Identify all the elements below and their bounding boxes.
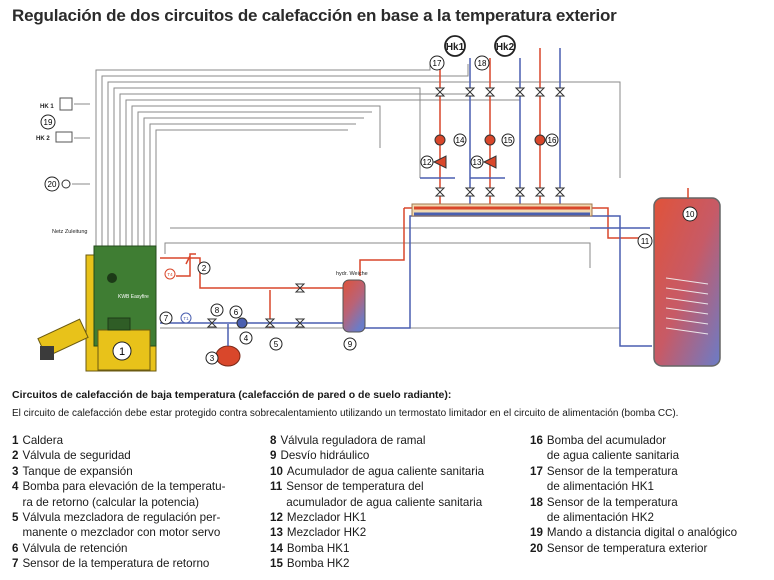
svg-text:15: 15 bbox=[504, 136, 513, 145]
note-text: El circuito de calefacción debe estar pr… bbox=[12, 408, 679, 419]
marker-2: 2 bbox=[197, 261, 211, 275]
return-pipes bbox=[160, 48, 652, 347]
svg-text:16: 16 bbox=[548, 136, 557, 145]
svg-text:2: 2 bbox=[202, 264, 207, 273]
heating-diagram: KWB Easyfire Netz Zuleitung hydr. Weiche… bbox=[36, 35, 721, 372]
svg-text:6: 6 bbox=[234, 308, 239, 317]
marker-12: 12 bbox=[420, 155, 434, 169]
hydraulic-switch: hydr. Weiche bbox=[336, 271, 368, 333]
hydraulic-label: hydr. Weiche bbox=[336, 271, 368, 277]
marker-10: 10 bbox=[682, 206, 698, 222]
svg-text:3: 3 bbox=[210, 354, 215, 363]
sensor-mark: T1 bbox=[183, 316, 189, 321]
svg-text:4: 4 bbox=[244, 334, 249, 343]
hk1-side-label: HK 1 bbox=[40, 104, 54, 110]
marker-14: 14 bbox=[453, 133, 467, 147]
marker-7: 7 bbox=[159, 311, 173, 325]
number-markers: 1 2 3 4 5 6 7 8 9 10 11 12 13 14 15 16 1… bbox=[40, 55, 698, 365]
marker-15: 15 bbox=[501, 133, 515, 147]
note-title: Circuitos de calefacción de baja tempera… bbox=[12, 389, 452, 401]
svg-text:5: 5 bbox=[274, 340, 279, 349]
marker-6: 6 bbox=[229, 305, 243, 319]
hk1-circle-label: Hk1 bbox=[446, 42, 465, 53]
marker-8: 8 bbox=[210, 303, 224, 317]
svg-text:7: 7 bbox=[164, 314, 169, 323]
marker-17: 17 bbox=[429, 55, 445, 71]
marker-16: 16 bbox=[545, 133, 559, 147]
svg-text:1: 1 bbox=[119, 346, 125, 358]
marker-13: 13 bbox=[470, 155, 484, 169]
hk2-side-label: HK 2 bbox=[36, 136, 50, 142]
svg-text:13: 13 bbox=[473, 158, 482, 167]
supply-pipes bbox=[160, 48, 652, 328]
svg-text:9: 9 bbox=[348, 340, 353, 349]
svg-text:19: 19 bbox=[44, 118, 53, 127]
boiler: KWB Easyfire Netz Zuleitung bbox=[37, 229, 157, 372]
page-title: Regulación de dos circuitos de calefacci… bbox=[12, 6, 617, 25]
svg-text:20: 20 bbox=[48, 180, 57, 189]
boiler-brand: KWB Easyfire bbox=[118, 294, 149, 300]
svg-text:17: 17 bbox=[433, 59, 442, 68]
hk-indicators: Hk1 Hk2 bbox=[444, 35, 516, 57]
svg-text:11: 11 bbox=[641, 237, 650, 246]
marker-11: 11 bbox=[637, 233, 653, 249]
sensor-marks: T4 T1 bbox=[164, 268, 192, 324]
circuit-components bbox=[206, 87, 566, 329]
control-wiring bbox=[72, 64, 650, 329]
sensor-mark: T4 bbox=[167, 272, 173, 277]
marker-18: 18 bbox=[474, 55, 490, 71]
svg-text:18: 18 bbox=[478, 59, 487, 68]
svg-text:14: 14 bbox=[456, 136, 465, 145]
expansion-tank bbox=[215, 324, 241, 367]
marker-1: 1 bbox=[112, 341, 132, 361]
marker-19: 19 bbox=[40, 114, 56, 130]
hk2-circle-label: Hk2 bbox=[496, 42, 515, 53]
dhw-tank bbox=[653, 188, 721, 367]
marker-3: 3 bbox=[205, 351, 219, 365]
svg-text:8: 8 bbox=[215, 306, 220, 315]
manifold bbox=[411, 203, 593, 217]
marker-20: 20 bbox=[44, 176, 60, 192]
remote-controls: HK 1 HK 2 bbox=[36, 97, 73, 189]
marker-5: 5 bbox=[269, 337, 283, 351]
safety-valve bbox=[185, 253, 196, 265]
marker-4: 4 bbox=[239, 331, 253, 345]
svg-text:10: 10 bbox=[686, 210, 695, 219]
mains-label: Netz Zuleitung bbox=[52, 229, 87, 235]
marker-9: 9 bbox=[343, 337, 357, 351]
svg-text:12: 12 bbox=[423, 158, 432, 167]
